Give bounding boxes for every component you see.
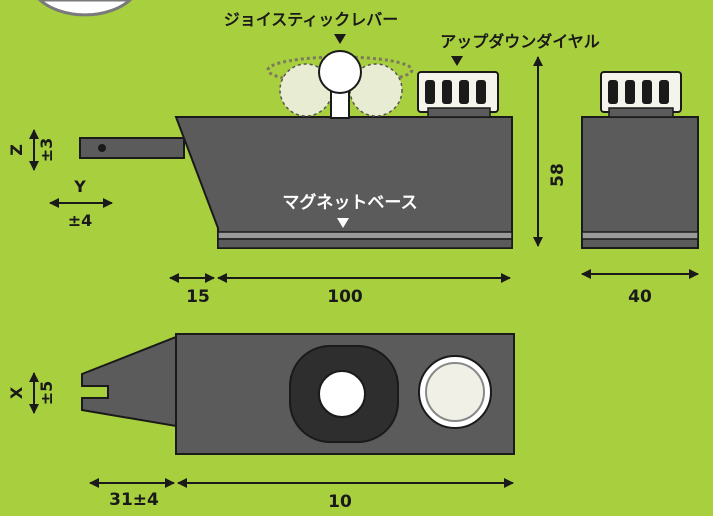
magnet-base-plate xyxy=(217,238,513,249)
joystick-lever-label: ジョイスティックレバー xyxy=(224,10,399,29)
side-width-label: 40 xyxy=(628,287,652,307)
x-value-label: ±5 xyxy=(37,381,56,406)
x-axis-label: X xyxy=(7,386,26,399)
height-label: 58 xyxy=(548,163,568,187)
arm-length-label: 15 xyxy=(186,287,210,307)
corner-lens-decoration xyxy=(37,0,133,17)
magnet-base-stripe xyxy=(217,231,513,240)
arm-hole xyxy=(98,144,106,152)
magnet-base-label: マグネットベース xyxy=(282,192,417,213)
dial-pointer-icon xyxy=(451,56,463,66)
side-view: ジョイスティックレバー アップダウンダイヤル マグネットベース Z ±3 Y ±… xyxy=(7,10,600,307)
front-body xyxy=(581,116,699,249)
front-base-stripe xyxy=(581,231,699,240)
top-body-length-label: 10 xyxy=(328,492,352,512)
updown-dial-label: アップダウンダイヤル xyxy=(440,32,600,51)
z-value-label: ±3 xyxy=(37,138,56,163)
body-length-label: 100 xyxy=(327,287,363,307)
joystick-pointer-icon xyxy=(334,34,346,44)
front-view: 40 xyxy=(581,71,699,307)
z-axis-label: Z xyxy=(7,144,26,156)
arm-offset-label: 31±4 xyxy=(109,490,159,510)
updown-dial xyxy=(417,71,499,118)
joystick-lever xyxy=(266,50,414,119)
top-view: X ±5 31±4 10 xyxy=(7,333,515,512)
body xyxy=(174,116,513,249)
base-pointer-icon xyxy=(337,218,349,228)
front-dial xyxy=(600,71,682,118)
dial-top-inner xyxy=(425,362,485,422)
arm xyxy=(79,137,185,159)
y-value-label: ±4 xyxy=(68,211,93,230)
joystick-knob-top xyxy=(318,370,366,418)
y-axis-label: Y xyxy=(73,177,86,196)
